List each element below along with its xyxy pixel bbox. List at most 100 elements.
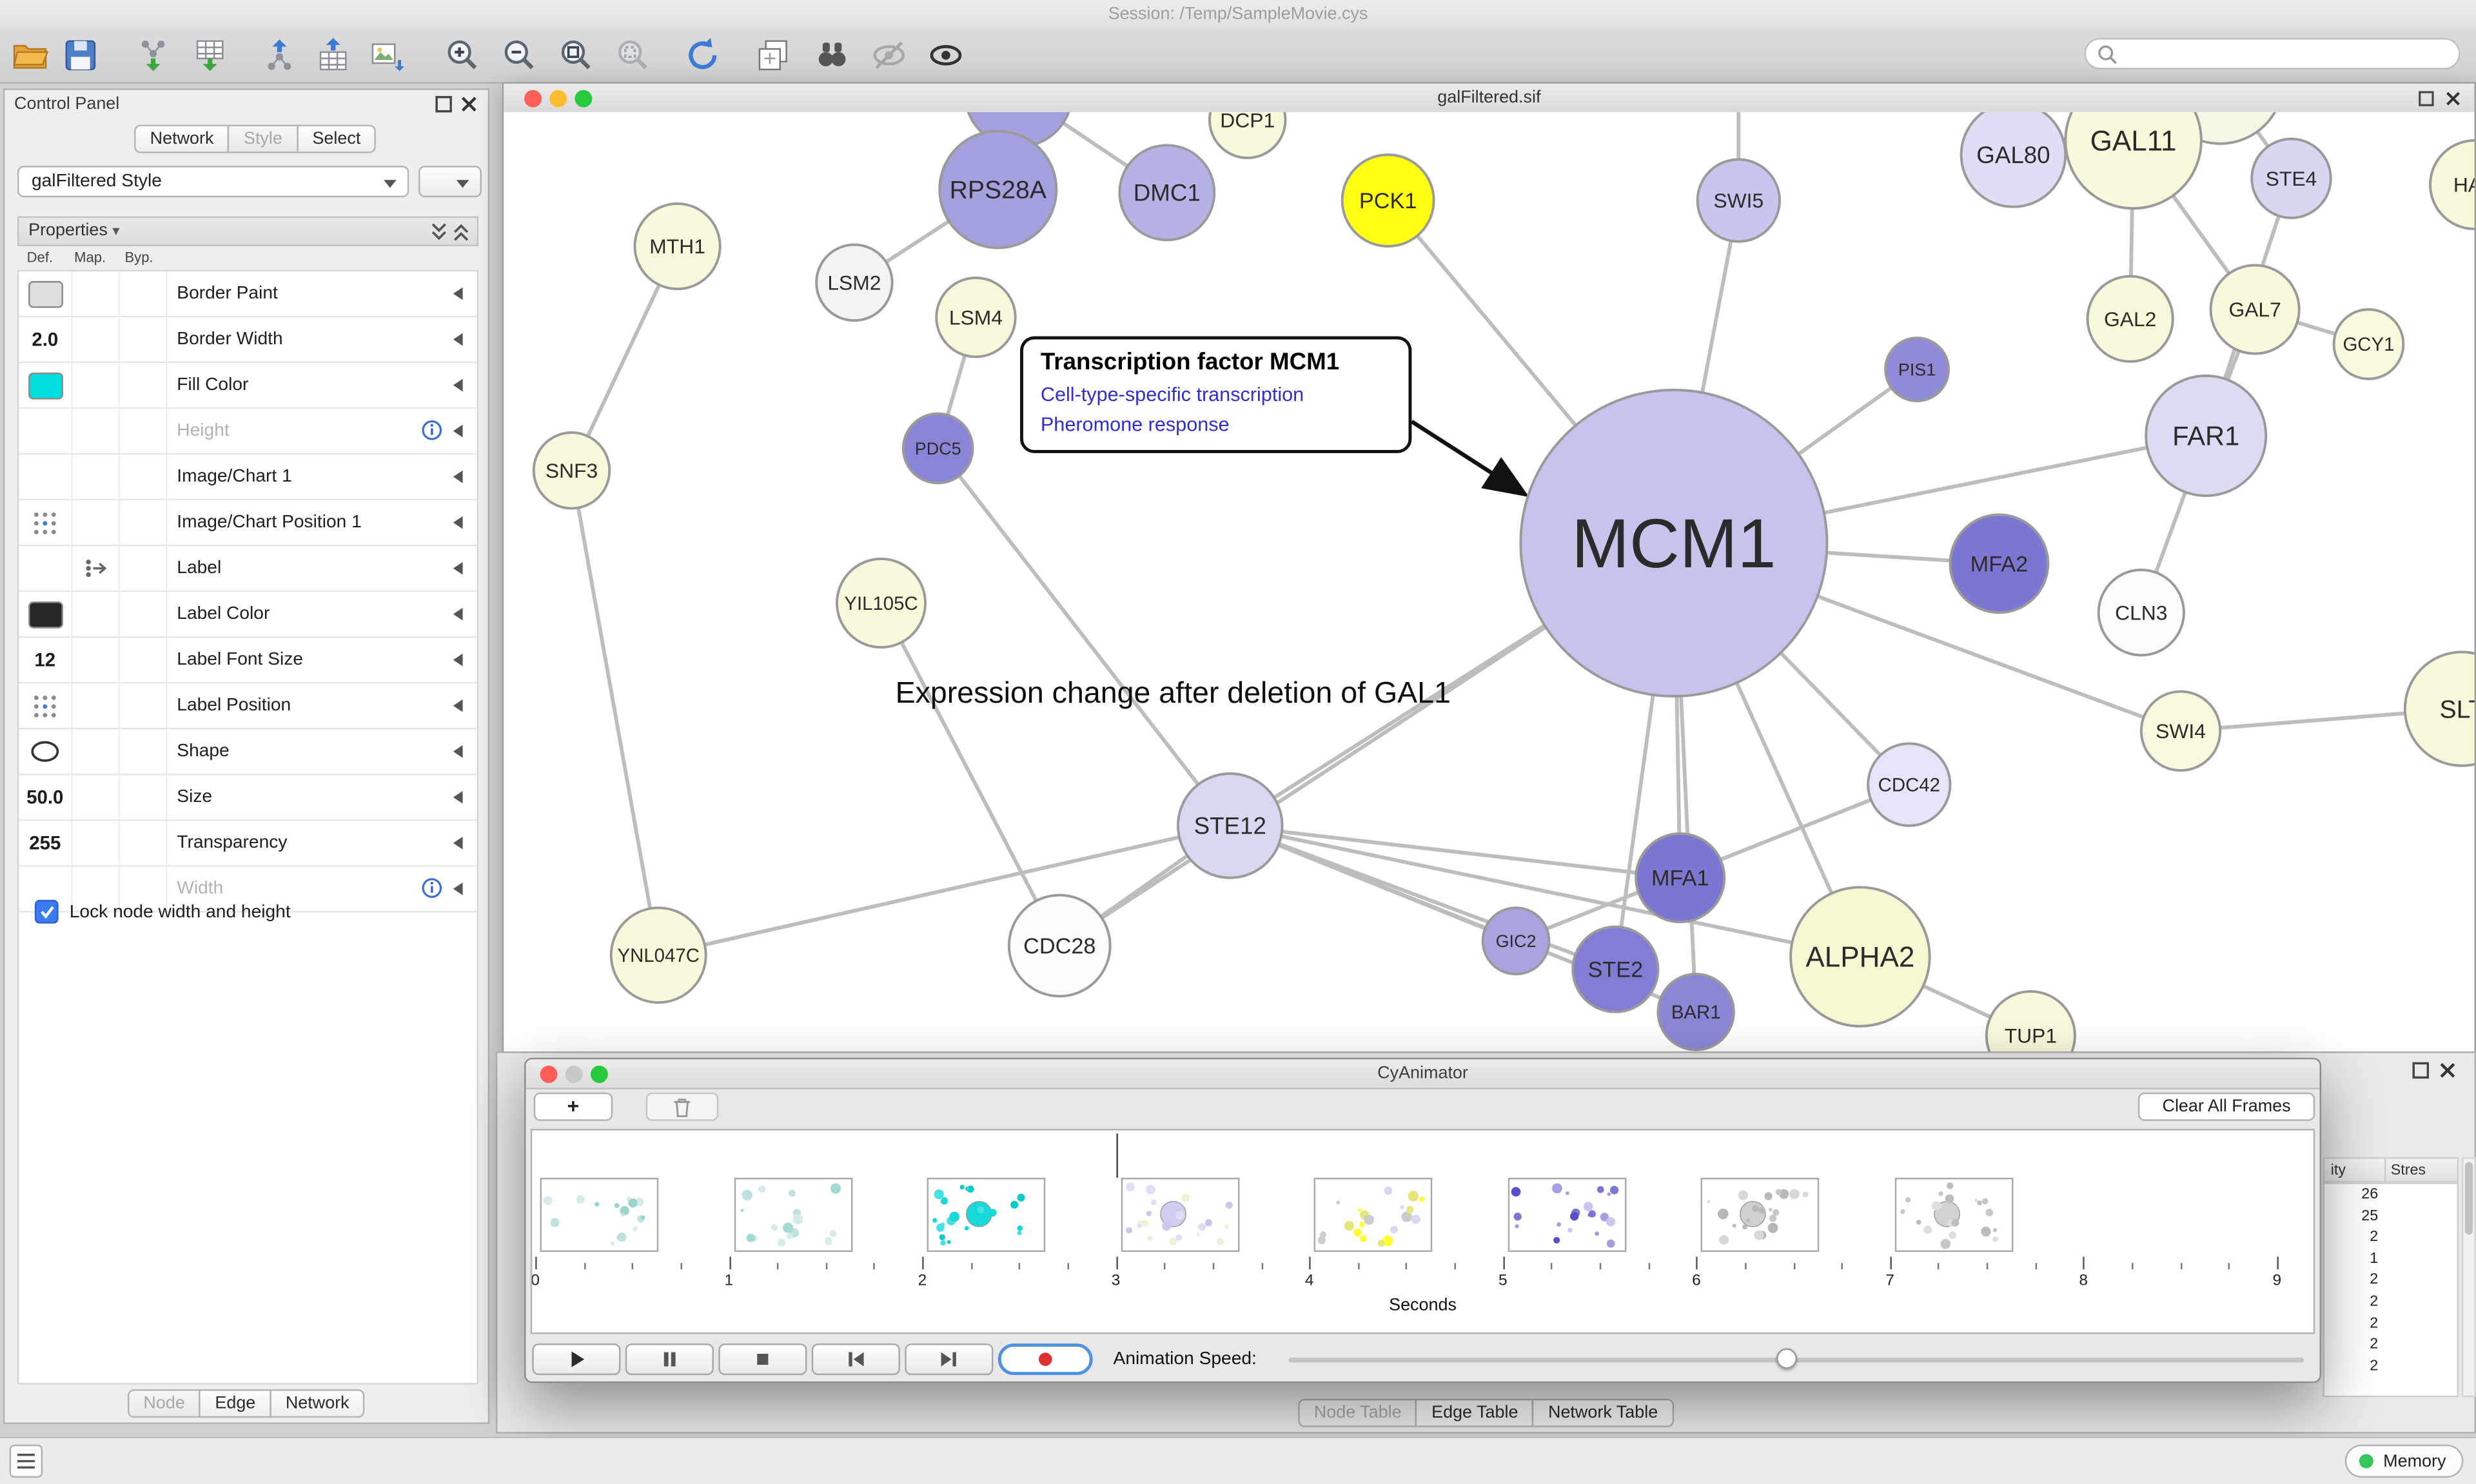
- property-mapping-value[interactable]: [73, 866, 121, 912]
- property-row-border-paint[interactable]: Border Paint: [19, 271, 477, 318]
- annotation-link[interactable]: Pheromone response: [1040, 413, 1230, 436]
- property-row-width[interactable]: Width: [19, 866, 477, 913]
- property-row-fill-color[interactable]: Fill Color: [19, 363, 477, 409]
- node-MTH1[interactable]: MTH1: [633, 202, 722, 291]
- node-YIL105C[interactable]: YIL105C: [836, 557, 927, 649]
- node-CLN3[interactable]: CLN3: [2097, 569, 2185, 657]
- property-bypass-value[interactable]: [120, 409, 168, 453]
- property-mapping-value[interactable]: [73, 271, 121, 316]
- table-row[interactable]: 2: [2324, 1291, 2457, 1313]
- frame-thumbnail-7[interactable]: [1894, 1177, 2014, 1253]
- property-bypass-value[interactable]: [120, 363, 168, 407]
- property-default-value[interactable]: [19, 729, 73, 774]
- node-MCM1[interactable]: MCM1: [1519, 388, 1829, 698]
- annotation-link[interactable]: Cell-type-specific transcription: [1040, 384, 1304, 406]
- panel-tab-network[interactable]: Network: [270, 1389, 366, 1418]
- property-bypass-value[interactable]: [120, 683, 168, 728]
- property-default-value[interactable]: [19, 592, 73, 636]
- expand-arrow-icon[interactable]: [453, 836, 463, 850]
- property-bypass-value[interactable]: [120, 638, 168, 682]
- node-GIC2[interactable]: GIC2: [1481, 906, 1551, 975]
- search-field[interactable]: [2084, 37, 2461, 70]
- import-table-icon[interactable]: [190, 35, 231, 76]
- export-image-icon[interactable]: [366, 35, 408, 76]
- expand-arrow-icon[interactable]: [453, 333, 463, 346]
- first-neighbors-icon[interactable]: [812, 35, 853, 76]
- property-mapping-value[interactable]: [73, 821, 121, 866]
- property-default-value[interactable]: [19, 363, 73, 407]
- expand-arrow-icon[interactable]: [453, 745, 463, 758]
- property-default-value[interactable]: [19, 409, 73, 453]
- annotation-box[interactable]: Transcription factor MCM1 Cell-type-spec…: [1020, 336, 1412, 453]
- property-row-image-chart-1[interactable]: Image/Chart 1: [19, 454, 477, 501]
- close-window-icon[interactable]: [2444, 90, 2463, 109]
- expand-arrow-icon[interactable]: [453, 287, 463, 300]
- property-row-shape[interactable]: Shape: [19, 729, 477, 776]
- show-all-icon[interactable]: [925, 35, 967, 76]
- property-default-value[interactable]: [19, 546, 73, 591]
- close-traffic-light[interactable]: [524, 89, 542, 107]
- float-panel-icon[interactable]: [2412, 1061, 2430, 1080]
- node-DMC1[interactable]: DMC1: [1118, 144, 1216, 242]
- expand-arrow-icon[interactable]: [453, 561, 463, 575]
- search-input[interactable]: [2117, 43, 2459, 65]
- expand-arrow-icon[interactable]: [453, 699, 463, 712]
- export-network-icon[interactable]: [259, 35, 300, 76]
- style-options-button[interactable]: [418, 166, 482, 198]
- tab-select[interactable]: Select: [296, 124, 377, 153]
- node-BAR1[interactable]: BAR1: [1656, 973, 1735, 1051]
- node-PCK1[interactable]: PCK1: [1341, 153, 1435, 248]
- tab-network[interactable]: Network: [134, 124, 230, 153]
- frame-thumbnail-4[interactable]: [1314, 1177, 1433, 1253]
- property-default-value[interactable]: [19, 454, 73, 499]
- property-bypass-value[interactable]: [120, 454, 168, 499]
- property-mapping-value[interactable]: [73, 546, 121, 591]
- property-bypass-value[interactable]: [120, 729, 168, 774]
- zoom-out-icon[interactable]: [499, 35, 540, 76]
- stop-button[interactable]: [718, 1343, 807, 1376]
- refresh-icon[interactable]: [682, 35, 723, 76]
- table-tab-edge-table[interactable]: Edge Table: [1415, 1398, 1534, 1427]
- table-row[interactable]: 2: [2324, 1334, 2457, 1356]
- table-tab-node-table[interactable]: Node Table: [1298, 1398, 1418, 1427]
- node-GCY1[interactable]: GCY1: [2332, 308, 2405, 380]
- property-default-value[interactable]: [19, 866, 73, 912]
- table-row[interactable]: 2: [2324, 1356, 2457, 1377]
- play-button[interactable]: [532, 1343, 621, 1376]
- node-HAP[interactable]: HAP: [2429, 139, 2475, 231]
- property-mapping-value[interactable]: [73, 729, 121, 774]
- property-bypass-value[interactable]: [120, 546, 168, 591]
- node-GAL80[interactable]: GAL80: [1960, 112, 2067, 208]
- node-CDC42[interactable]: CDC42: [1867, 742, 1952, 827]
- property-bypass-value[interactable]: [120, 866, 168, 912]
- property-row-height[interactable]: Height: [19, 409, 477, 455]
- node-MFA1[interactable]: MFA1: [1635, 832, 1726, 924]
- zoom-in-icon[interactable]: [442, 35, 484, 76]
- node-CDC28[interactable]: CDC28: [1007, 893, 1112, 998]
- zoom-fit-icon[interactable]: [556, 35, 597, 76]
- clear-all-frames-button[interactable]: Clear All Frames: [2137, 1092, 2315, 1121]
- node-RPS28A[interactable]: RPS28A: [938, 130, 1058, 249]
- property-row-image-chart-position-1[interactable]: Image/Chart Position 1: [19, 500, 477, 547]
- node-GAL2[interactable]: GAL2: [2086, 275, 2174, 363]
- table-row[interactable]: 2: [2324, 1270, 2457, 1291]
- node-GAL7[interactable]: GAL7: [2209, 264, 2301, 355]
- property-default-value[interactable]: 50.0: [19, 775, 73, 820]
- expand-arrow-icon[interactable]: [453, 882, 463, 895]
- property-mapping-value[interactable]: [73, 683, 121, 728]
- node-YNL047C[interactable]: YNL047C: [609, 906, 707, 1004]
- property-row-label-position[interactable]: Label Position: [19, 683, 477, 730]
- frame-thumbnail-1[interactable]: [733, 1177, 852, 1253]
- table-row[interactable]: 2: [2324, 1313, 2457, 1334]
- property-bypass-value[interactable]: [120, 271, 168, 316]
- property-default-value[interactable]: 12: [19, 638, 73, 682]
- property-row-label-color[interactable]: Label Color: [19, 592, 477, 638]
- expand-arrow-icon[interactable]: [453, 378, 463, 392]
- expand-arrow-icon[interactable]: [453, 607, 463, 621]
- property-mapping-value[interactable]: [73, 775, 121, 820]
- property-row-label[interactable]: Label: [19, 546, 477, 592]
- expand-arrow-icon[interactable]: [453, 470, 463, 483]
- zoom-selected-icon[interactable]: [613, 35, 654, 76]
- panel-tab-edge[interactable]: Edge: [199, 1389, 271, 1418]
